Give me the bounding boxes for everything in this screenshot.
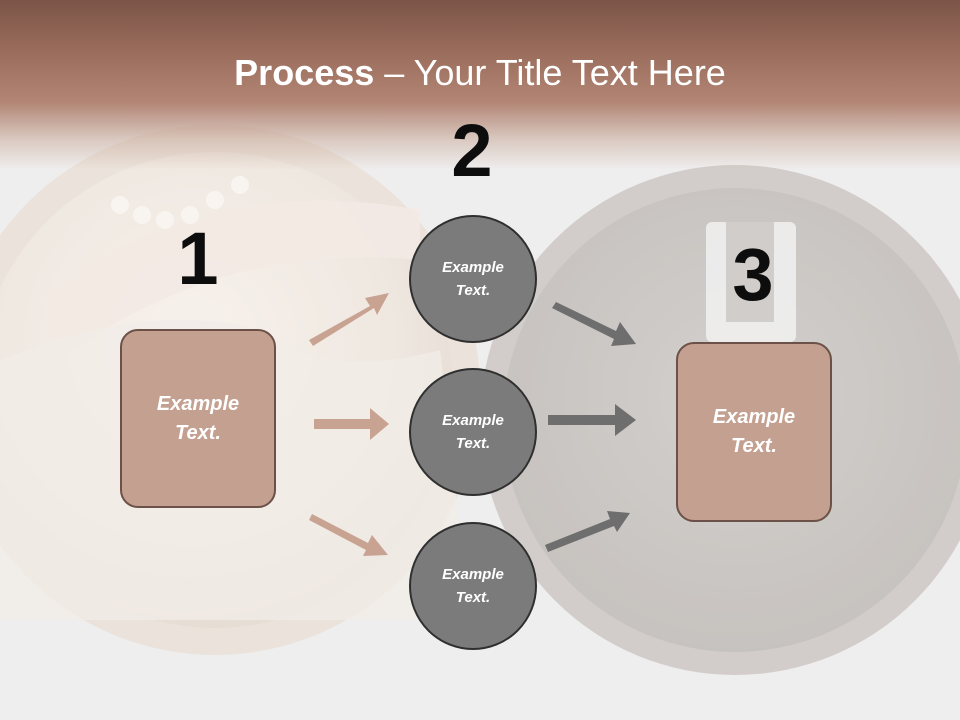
title-rest: – Your Title Text Here: [374, 52, 726, 93]
step-3-box[interactable]: Example Text.: [676, 342, 832, 522]
step-3-label: Example Text.: [712, 406, 796, 457]
step-number-2: 2: [451, 109, 493, 192]
step-2-circle-top-label: Example Text.: [442, 259, 504, 299]
step-2-circle-middle-label: Example Text.: [442, 412, 504, 452]
step-number-1: 1: [177, 217, 219, 300]
arrow-right-icon: [314, 408, 389, 440]
step-1-label: Example Text.: [156, 392, 240, 444]
step-2-circle-middle[interactable]: Example Text.: [409, 368, 537, 496]
step-2-circle-top[interactable]: Example Text.: [409, 215, 537, 343]
page-title: Process – Your Title Text Here: [0, 52, 960, 94]
arrow-right-icon: [552, 302, 636, 346]
step-2-circle-bottom[interactable]: Example Text.: [409, 522, 537, 650]
title-bold: Process: [234, 52, 375, 93]
step-number-3: 3: [732, 233, 774, 316]
arrow-right-icon: [545, 511, 630, 552]
arrow-right-icon: [309, 514, 388, 556]
header-band: [0, 0, 960, 170]
arrow-right-icon: [548, 404, 636, 436]
step-1-box[interactable]: Example Text.: [120, 329, 276, 508]
step-2-circle-bottom-label: Example Text.: [442, 566, 504, 606]
arrow-right-icon: [309, 293, 389, 346]
